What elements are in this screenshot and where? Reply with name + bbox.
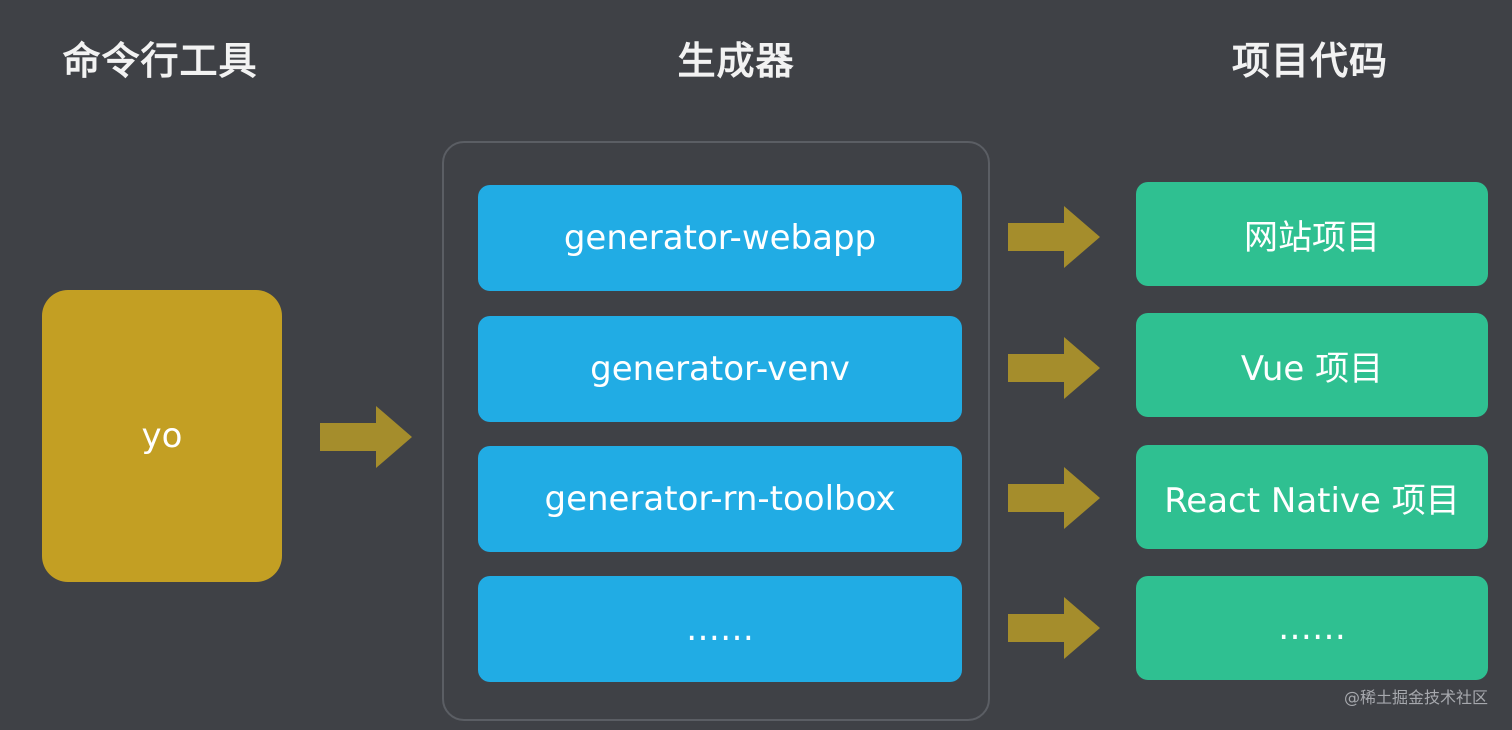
arrow-right-icon [1008, 337, 1100, 399]
project-vue-box: Vue 项目 [1136, 313, 1488, 417]
project-react-native-box: React Native 项目 [1136, 445, 1488, 549]
header-project-code: 项目代码 [1231, 39, 1388, 83]
generator-label: generator-venv [590, 349, 850, 389]
tool-box-yo: yo [42, 290, 282, 582]
generator-group [442, 141, 990, 721]
project-label: 网站项目 [1244, 217, 1380, 258]
arrow-right-icon [1008, 206, 1100, 268]
project-label: Vue 项目 [1240, 348, 1384, 389]
generator-venv-box: generator-venv [478, 316, 962, 422]
generator-rn-toolbox-box: generator-rn-toolbox [478, 446, 962, 552]
generator-more-box: …… [478, 576, 962, 682]
generator-webapp-box: generator-webapp [478, 185, 962, 291]
arrow-right-icon [1008, 467, 1100, 529]
project-more-box: …… [1136, 576, 1488, 680]
header-cli-tool: 命令行工具 [62, 39, 258, 83]
project-label: React Native 项目 [1164, 480, 1460, 521]
project-website-box: 网站项目 [1136, 182, 1488, 286]
generator-label: …… [686, 609, 754, 649]
watermark: @稀土掘金技术社区 [1343, 688, 1488, 707]
generator-label: generator-rn-toolbox [544, 479, 896, 519]
header-generator: 生成器 [677, 39, 795, 83]
project-label: …… [1278, 608, 1346, 648]
arrow-right-icon [320, 406, 412, 468]
tool-label: yo [141, 416, 183, 456]
generator-label: generator-webapp [563, 218, 877, 258]
arrow-right-icon [1008, 597, 1100, 659]
